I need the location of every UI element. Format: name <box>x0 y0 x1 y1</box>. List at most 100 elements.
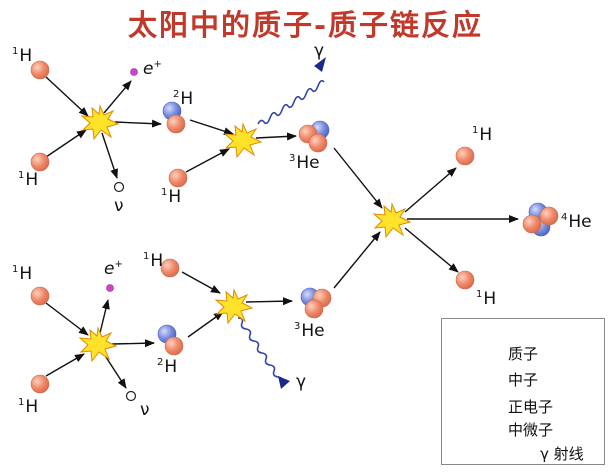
element-symbol: H <box>180 89 194 109</box>
label-he4: 4He <box>561 213 592 231</box>
proton <box>308 133 328 153</box>
arrow <box>187 311 224 338</box>
element-symbol: He <box>301 321 325 341</box>
label-neutrino: ν <box>114 196 124 216</box>
charge: + <box>153 59 162 70</box>
arrow <box>45 353 85 377</box>
helium4 <box>522 202 559 237</box>
mass-number: 1 <box>161 187 168 198</box>
legend-neutron-label: 中子 <box>508 371 539 389</box>
proton <box>304 299 324 319</box>
legend-positron-label: 正电子 <box>508 398 554 416</box>
label-he3: 3He <box>294 322 325 340</box>
arrow <box>103 353 127 389</box>
proton <box>455 270 475 290</box>
collision-flash-3 <box>372 202 412 239</box>
mass-number: 1 <box>12 46 19 57</box>
diagram-title: 太阳中的质子-质子链反应 <box>127 8 484 42</box>
label-h2: 2H <box>173 90 193 108</box>
label-h1: 1H <box>476 290 496 308</box>
collision-flash-1 <box>80 104 120 141</box>
mass-number: 2 <box>157 357 164 368</box>
collision-flash-4 <box>78 326 118 363</box>
label-h1: 1H <box>18 171 38 189</box>
arrow <box>45 76 89 117</box>
proton <box>164 336 184 356</box>
mass-number: 3 <box>294 321 301 332</box>
proton <box>30 286 50 306</box>
neutrinos <box>113 181 490 434</box>
neutrino <box>113 181 125 193</box>
positron <box>106 284 114 292</box>
element-symbol: H <box>150 251 164 271</box>
arrow <box>99 299 110 334</box>
gamma-wave-bottom <box>237 317 284 384</box>
arrow <box>45 129 87 158</box>
legend-gamma-label: γ 射线 <box>540 445 584 463</box>
collision-flash-5 <box>214 288 254 325</box>
proton <box>166 114 186 134</box>
arrows-final <box>404 167 519 273</box>
element-symbol: H <box>19 46 33 66</box>
label-positron: e+ <box>143 60 163 78</box>
mass-number: 1 <box>472 125 479 136</box>
label-h1: 1H <box>12 265 32 283</box>
arrow <box>103 80 132 114</box>
arrow <box>185 148 230 173</box>
mass-number: 1 <box>18 170 25 181</box>
label-gamma: γ <box>296 372 307 392</box>
element-symbol: H <box>19 264 33 284</box>
label-h1: 1H <box>161 188 181 206</box>
proton <box>168 168 188 188</box>
arrow <box>245 297 293 306</box>
gamma-arrowhead-top <box>314 57 326 72</box>
proton <box>30 374 50 394</box>
element-symbol: e <box>104 259 115 279</box>
label-h1: 1H <box>12 47 32 65</box>
gamma-arrowhead-bottom <box>278 376 290 389</box>
element-symbol: H <box>164 357 178 377</box>
arrow <box>333 231 381 289</box>
arrow <box>404 167 457 213</box>
mass-number: 1 <box>476 289 483 300</box>
label-h2: 2H <box>157 358 177 376</box>
label-positron: e+ <box>104 260 124 278</box>
label-gamma: γ <box>314 41 325 61</box>
positron <box>130 68 138 76</box>
proton <box>30 152 50 172</box>
charge: + <box>114 259 123 270</box>
proton <box>455 146 475 166</box>
collision-flash-2 <box>223 122 263 159</box>
element-symbol: He <box>568 212 592 232</box>
proton <box>160 258 180 278</box>
mass-number: 3 <box>289 153 296 164</box>
element-symbol: H <box>25 397 39 417</box>
mass-number: 1 <box>12 264 19 275</box>
proton <box>522 214 542 234</box>
proton <box>539 206 559 226</box>
mass-number: 1 <box>143 251 150 262</box>
arrow <box>181 271 221 294</box>
label-neutrino: ν <box>140 400 150 420</box>
mass-number: 1 <box>18 397 25 408</box>
arrows-top <box>45 76 383 209</box>
deuterium-bottom <box>157 324 184 356</box>
element-symbol: e <box>143 59 154 79</box>
element-symbol: H <box>479 125 493 145</box>
arrow <box>114 119 162 128</box>
element-symbol: He <box>296 153 320 173</box>
arrow <box>45 302 89 336</box>
arrow <box>189 119 234 136</box>
arrow <box>255 132 297 141</box>
legend-neutrino-label: 中微子 <box>508 421 554 439</box>
mass-number: 4 <box>561 212 568 223</box>
deuterium-top <box>162 101 186 134</box>
arrow <box>404 227 459 273</box>
collision-flashes <box>78 104 412 363</box>
legend-proton-label: 质子 <box>508 345 539 363</box>
proton <box>30 60 50 80</box>
label-h1: 1H <box>18 398 38 416</box>
arrow <box>333 147 383 209</box>
arrows-bottom <box>45 231 381 389</box>
